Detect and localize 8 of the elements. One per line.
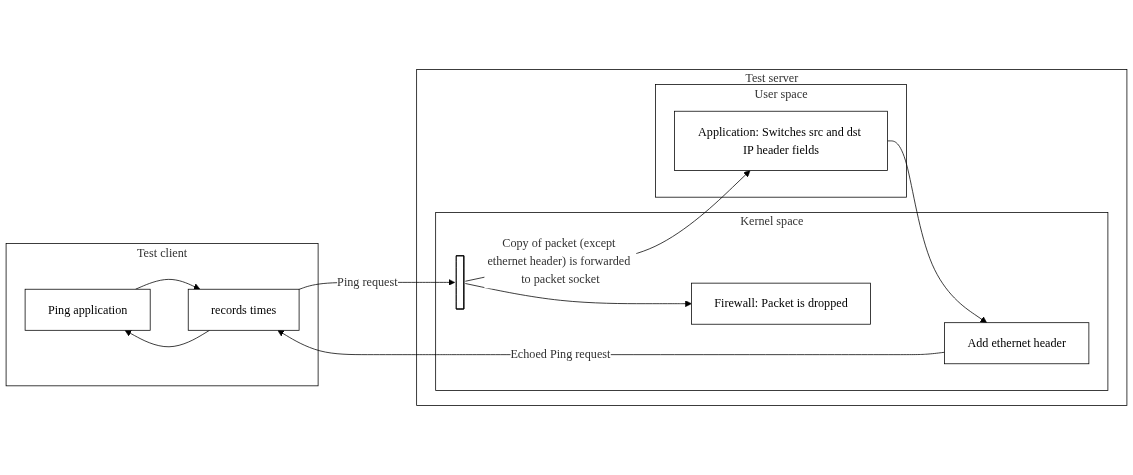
edge-label: Ping request	[337, 275, 398, 289]
edge-label: Copy of packet (except ethernet header) is forwarded to packet socket	[487, 235, 631, 286]
node-box: Firewall: Packet is dropped	[691, 282, 871, 325]
node-box: Ping application	[24, 288, 151, 331]
node-box: Add ethernet header	[944, 322, 1090, 365]
edge-label: Echoed Ping request	[510, 347, 611, 361]
node-box: records times	[187, 288, 300, 331]
node-box: Application: Switches src and dst IP header fields	[674, 110, 888, 171]
